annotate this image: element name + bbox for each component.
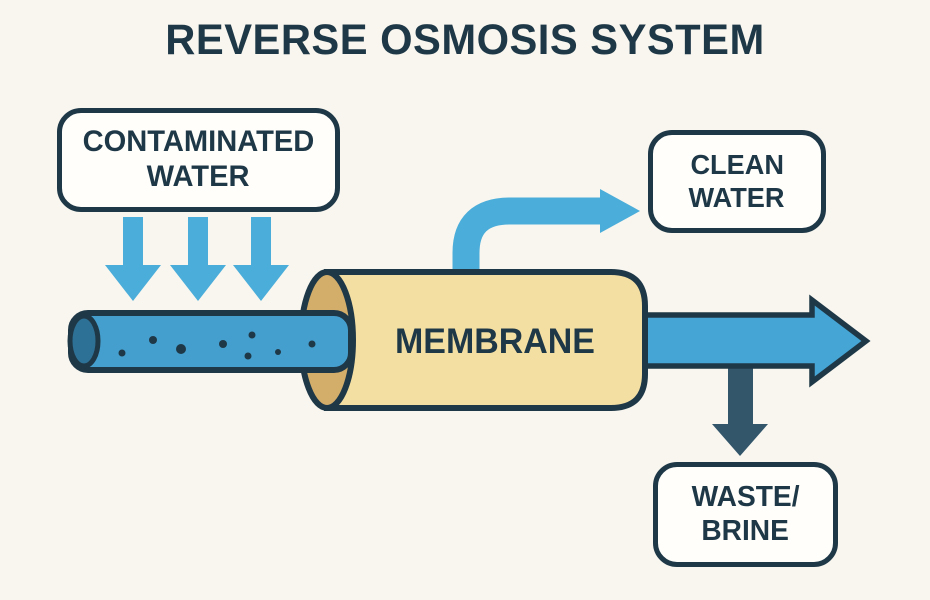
clean-water-line1: CLEAN <box>690 149 784 181</box>
feed-down-arrows <box>105 217 289 301</box>
waste-brine-label-box: WASTE/ BRINE <box>653 462 838 567</box>
curved-arrow-shaft <box>452 197 602 278</box>
waste-down-arrow-icon <box>712 358 768 456</box>
waste-brine-line2: BRINE <box>701 514 790 547</box>
contaminant-dots <box>118 331 316 360</box>
contaminated-water-line1: CONTAMINATED <box>82 125 315 159</box>
waste-brine-line1: WASTE/ <box>691 480 800 513</box>
contaminated-water-label-box: CONTAMINATED WATER <box>57 108 340 212</box>
membrane-label: MEMBRANE <box>395 322 595 361</box>
concentrate-right-arrow-icon <box>637 294 871 388</box>
clean-water-label-box: CLEAN WATER <box>648 130 826 233</box>
curved-arrow-head <box>600 189 640 233</box>
down-arrow-icon <box>233 217 289 301</box>
clean-water-line2: WATER <box>688 181 786 213</box>
feed-pipe <box>67 310 354 373</box>
page-title: REVERSE OSMOSIS SYSTEM <box>165 16 765 64</box>
pipe-end-cap <box>67 313 101 369</box>
pipe-body <box>68 310 354 373</box>
membrane-body <box>324 269 648 411</box>
down-arrow-icon <box>170 217 226 301</box>
permeate-curved-arrow <box>452 189 640 278</box>
contaminated-water-line2: WATER <box>147 160 250 193</box>
down-arrow-icon <box>105 217 161 301</box>
